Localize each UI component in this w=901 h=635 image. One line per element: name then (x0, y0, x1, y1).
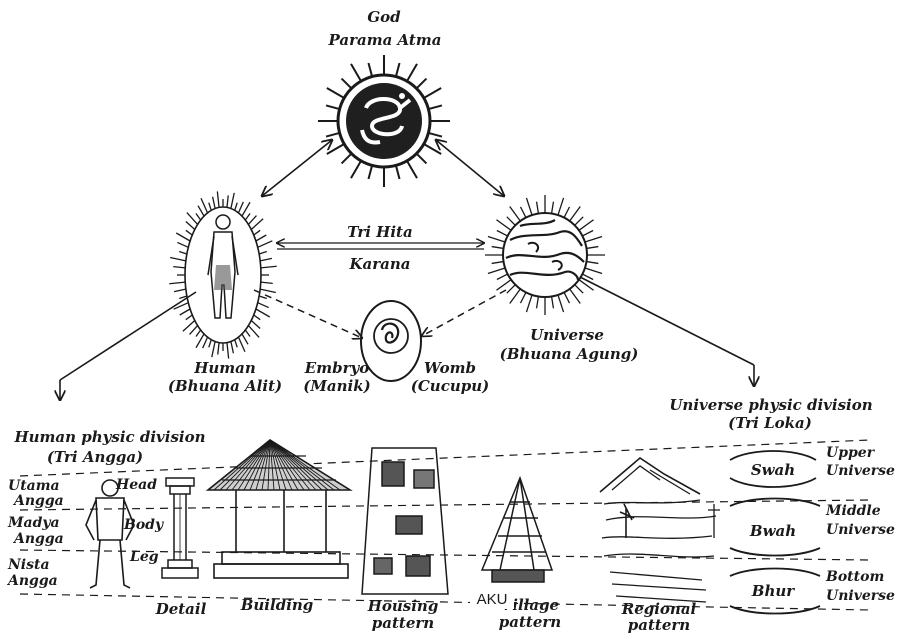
madya-angga-label: Angga (14, 530, 74, 548)
upper-label: Upper (826, 444, 896, 462)
karana-label: Karana (330, 255, 430, 273)
god-label: God (354, 8, 414, 26)
universe-label: Universe (512, 326, 622, 344)
detail-label: Detail (148, 600, 214, 618)
middle-universe-label: Universe (826, 521, 896, 539)
regional-landscape (600, 458, 720, 602)
middle-label: Middle (826, 502, 896, 520)
housing-label: Housing (358, 597, 448, 615)
human-sublabel: (Bhuana Alit) (160, 377, 290, 395)
universe-globe (485, 195, 605, 315)
upper-universe-label: Universe (826, 462, 896, 480)
leg-label: Leg (130, 548, 170, 566)
pavilion-building (208, 440, 350, 578)
universe-sublabel: (Bhuana Agung) (496, 345, 642, 363)
utama-angga-label: Angga (14, 492, 74, 510)
swah-label: Swah (748, 461, 798, 479)
human-label: Human (175, 359, 275, 377)
bhur-label: Bhur (748, 582, 798, 600)
housing-pattern-label: pattern (358, 614, 448, 632)
regional-pattern-label: pattern (614, 616, 704, 634)
bottom-universe-label: Universe (826, 587, 896, 605)
womb-sublabel: (Cucupu) (405, 377, 495, 395)
head-label: Head (116, 476, 166, 494)
human-figure (169, 191, 276, 358)
womb-label: Womb (410, 359, 490, 377)
universe-division-label: Universe physic division (666, 396, 876, 414)
god-sublabel: Parama Atma (320, 31, 450, 49)
bottom-label: Bottom (826, 568, 896, 586)
bwah-label: Bwah (748, 522, 798, 540)
god-om-symbol (318, 55, 450, 187)
building-label: Building (232, 596, 322, 614)
human-division-label: Human physic division (10, 428, 210, 446)
human-physic-figure (86, 480, 134, 588)
overlay-text: AKU (470, 591, 514, 609)
tri-hita-label: Tri Hita (330, 223, 430, 241)
body-label: Body (124, 516, 174, 534)
human-division-sublabel: (Tri Angga) (30, 448, 160, 466)
embryo-label: Embryo (292, 359, 382, 377)
village-pyramid-plan (482, 478, 552, 582)
universe-division-sublabel: (Tri Loka) (710, 414, 830, 432)
embryo-sublabel: (Manik) (292, 377, 382, 395)
village-pattern-label: pattern (490, 613, 570, 631)
housing-compound-plan (362, 448, 448, 594)
nista-angga-label: Angga (8, 572, 68, 590)
